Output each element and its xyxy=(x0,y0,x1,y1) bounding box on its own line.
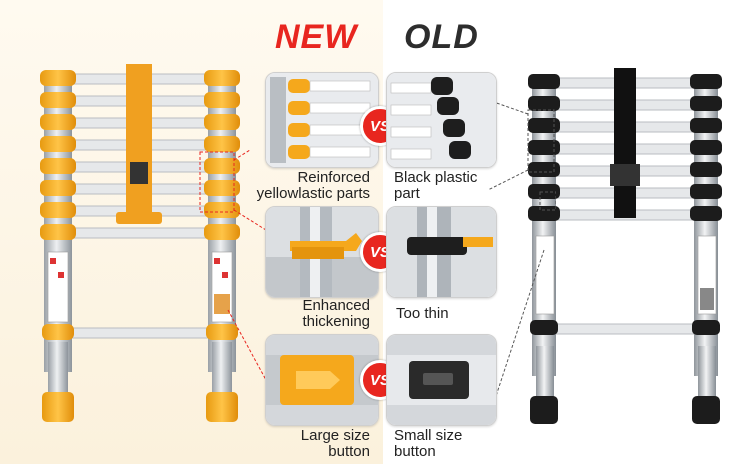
new-thickening-panel xyxy=(265,206,379,298)
old-callout-lines xyxy=(487,100,556,397)
old-caption-1-line-2: part xyxy=(394,185,420,202)
old-button-panel xyxy=(386,334,497,426)
old-plastic-parts-panel xyxy=(386,72,497,168)
new-caption-1-line-2: yellowlastic parts xyxy=(256,185,370,202)
old-caption-1-line-1: Black plastic xyxy=(394,169,478,186)
yellow-rung-caps-icon xyxy=(266,73,378,167)
black-rung-caps-icon xyxy=(387,73,496,167)
large-lock-button-icon xyxy=(266,335,378,425)
new-caption-2: Enhanced thickening xyxy=(262,298,370,330)
new-caption-2-line-1: Enhanced xyxy=(302,297,370,314)
old-caption-2: Too thin xyxy=(396,306,496,322)
black-telescopic-ladder-icon xyxy=(528,68,722,424)
old-caption-3: Small size button xyxy=(394,428,504,460)
thick-clamp-icon xyxy=(266,207,378,297)
small-lock-button-icon xyxy=(387,335,496,425)
new-caption-1: Reinforced yellowlastic parts xyxy=(246,170,370,202)
old-caption-3-line-2: button xyxy=(394,443,436,460)
yellow-telescopic-ladder-icon xyxy=(40,64,240,422)
old-heading: OLD xyxy=(404,18,479,56)
new-caption-1-line-1: Reinforced xyxy=(297,169,370,186)
new-button-panel xyxy=(265,334,379,426)
new-caption-3: Large size button xyxy=(262,428,370,460)
new-heading: NEW xyxy=(275,18,358,56)
new-callout-lines xyxy=(199,150,267,381)
new-caption-2-line-2: thickening xyxy=(302,313,370,330)
new-plastic-parts-panel xyxy=(265,72,379,168)
old-thickening-panel xyxy=(386,206,497,298)
new-caption-3-line-2: button xyxy=(328,443,370,460)
new-caption-3-line-1: Large size xyxy=(300,427,370,444)
old-caption-2-line-1: Too thin xyxy=(396,305,449,322)
old-caption-3-line-1: Small size xyxy=(394,427,463,444)
thin-clamp-icon xyxy=(387,207,496,297)
old-caption-1: Black plastic part xyxy=(394,170,504,202)
